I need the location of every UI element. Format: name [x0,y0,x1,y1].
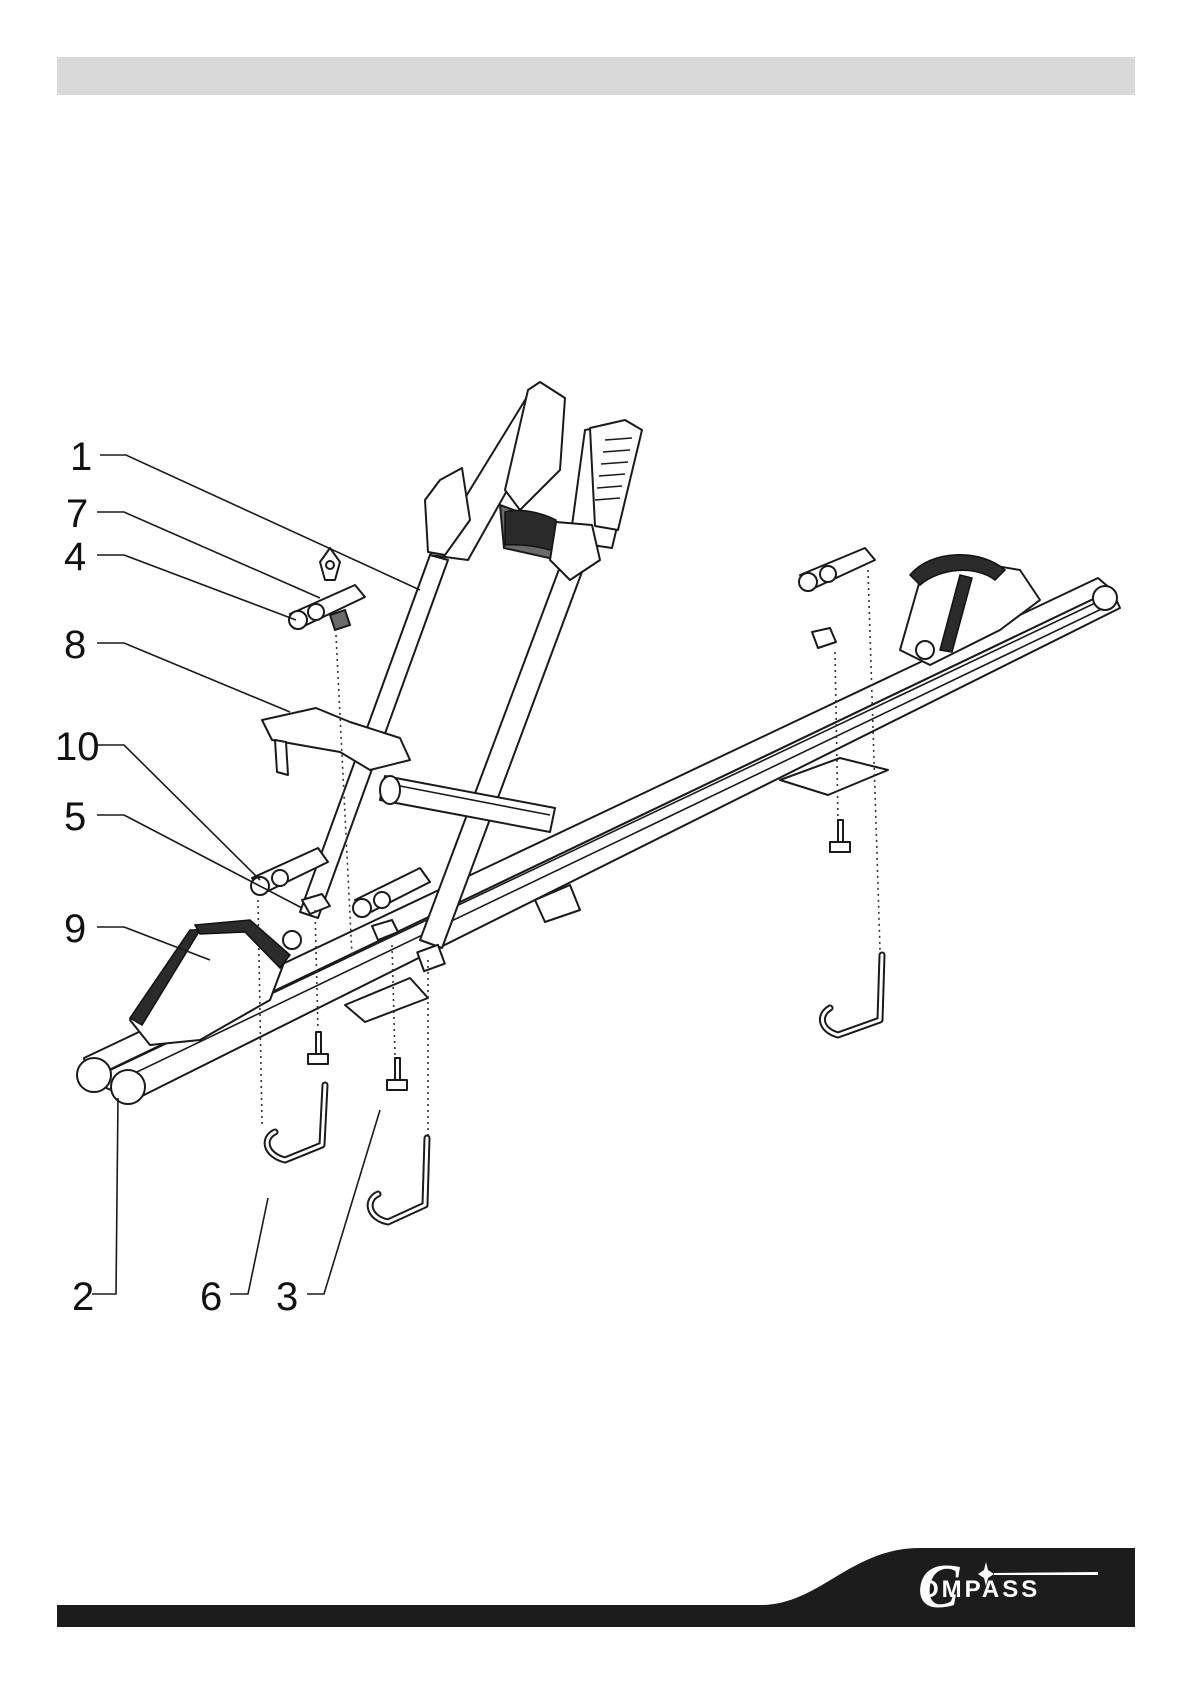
part-4-clamp [289,585,365,630]
part-6-hooks [267,955,882,1222]
main-rail [77,578,1120,1104]
footer-bar [57,1605,1135,1627]
callout-8: 8 [64,623,86,667]
callout-5: 5 [64,795,86,839]
callout-7: 7 [66,492,88,536]
callout-9: 9 [64,907,86,951]
callout-1: 1 [70,435,92,479]
callout-3: 3 [276,1275,298,1319]
leader-lines [92,455,420,1294]
part-7-key [320,548,340,580]
callout-10: 10 [55,725,100,769]
rear-clamp [799,548,875,591]
compass-star-icon [958,1560,1098,1588]
callout-2: 2 [72,1275,94,1319]
callout-6: 6 [200,1275,222,1319]
callout-4: 4 [64,535,86,579]
